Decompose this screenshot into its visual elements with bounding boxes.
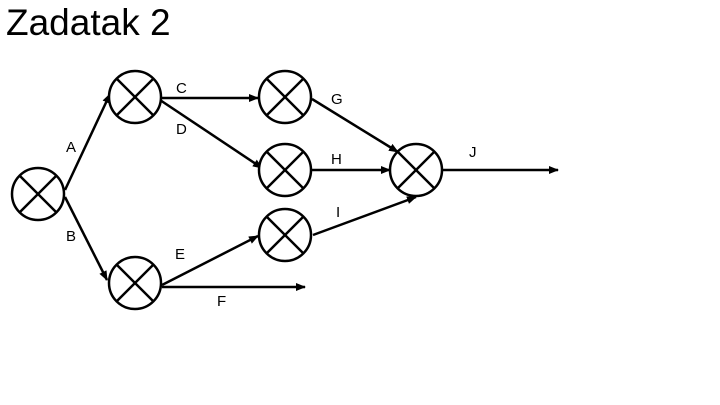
edge-label-f: F: [217, 293, 226, 310]
edge-e: [161, 234, 259, 287]
node-n2: [107, 69, 163, 125]
labels-layer: A B C D E F G H I J: [66, 80, 477, 310]
node-cross-line: [396, 150, 436, 190]
edge-label-e: E: [175, 246, 185, 263]
nodes-layer: [10, 69, 444, 311]
node-n5: [257, 142, 313, 198]
edge-label-i: I: [336, 204, 340, 221]
node-n1: [10, 166, 66, 222]
edge-label-a: A: [66, 139, 76, 156]
edge-label-c: C: [176, 80, 187, 97]
edge-label-h: H: [331, 151, 342, 168]
edge-a: [63, 93, 112, 191]
edge-d: [159, 98, 263, 170]
slide-title: Zadatak 2: [6, 2, 171, 43]
node-n6: [257, 207, 313, 263]
node-cross-line: [115, 77, 155, 117]
node-n7: [388, 142, 444, 198]
node-cross-line: [265, 150, 305, 190]
node-cross-line: [265, 77, 305, 117]
edge-b: [63, 196, 109, 281]
edge-g: [311, 97, 399, 154]
node-cross-line: [265, 215, 305, 255]
node-n3: [107, 255, 163, 311]
node-cross-line: [18, 174, 58, 214]
edges-layer: [63, 93, 559, 291]
edge-label-g: G: [331, 91, 343, 108]
node-n4: [257, 69, 313, 125]
edge-label-b: B: [66, 228, 76, 245]
node-cross-line: [115, 263, 155, 303]
edge-label-d: D: [176, 121, 187, 138]
edge-label-j: J: [469, 144, 477, 161]
edge-i: [312, 195, 417, 237]
